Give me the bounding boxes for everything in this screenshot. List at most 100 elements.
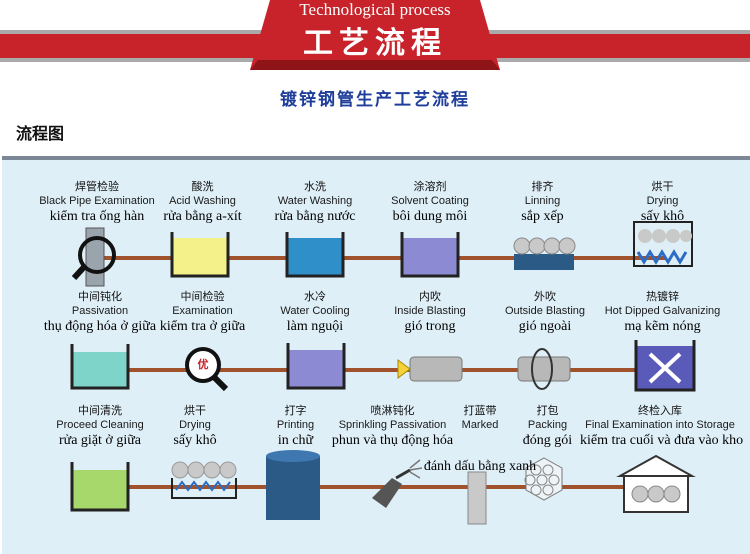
step-final-examination: 终检入库 Final Examination into Storage kiểm… [580,404,744,449]
step-vi: bôi dung môi [392,209,468,224]
step-vi: phun và thụ động hóa [331,433,454,448]
step-en: Acid Washing [169,195,236,207]
diagram-subtitle: 镀锌钢管生产工艺流程 [280,90,470,110]
printing-roller-icon [266,450,320,520]
step-cn: 内吹 [419,290,441,303]
step-vi: rửa bằng a-xít [163,209,242,224]
step-vi: kiểm tra ở giữa [159,319,246,334]
step-en: Marked [461,419,499,431]
step-en: Printing [276,419,315,431]
step-cn: 喷淋钝化 [370,404,415,417]
step-vi: rửa bằng nước [274,209,356,224]
step-en: Black Pipe Examination [39,195,155,207]
marked-pipe-icon [467,471,487,525]
step-acid-washing: 酸洗 Acid Washing rửa bằng a-xít [155,180,250,225]
step-cn: 热镀锌 [646,290,679,303]
step-cn: 烘干 [651,180,674,193]
quality-mark: 优 [197,358,209,371]
cooling-tank-icon [286,343,346,390]
step-en: Sprinkling Passivation [338,419,447,431]
step-en: Examination [172,305,233,317]
step-en: Packing [527,419,568,431]
warehouse-icon [616,454,696,513]
step-vi: kiểm tra cuối và đưa vào kho [580,433,744,448]
drying-oven-icon [633,221,693,267]
acid-tank-icon [170,232,230,278]
water-tank-icon [285,232,345,278]
outside-blast-pipe-icon [517,348,571,390]
step-black-pipe-examination: 焊管检验 Black Pipe Examination kiểm tra ống… [32,180,162,225]
step-en: Solvent Coating [391,195,469,207]
step-en: Final Examination into Storage [585,419,735,431]
step-outside-blasting: 外吹 Outside Blasting gió ngoài [495,290,595,335]
step-vi: rửa giặt ở giữa [58,433,142,448]
step-marked: 打蓝带 Marked [450,404,510,432]
step-cn: 水冷 [304,290,326,303]
step-vi: làm nguội [286,319,344,334]
quality-magnifier-icon [185,347,229,392]
step-vi: kiểm tra ống hàn [49,209,145,224]
step-solvent-coating: 涂溶剂 Solvent Coating bôi dung môi [380,180,480,225]
step-proceed-cleaning: 中间清洗 Proceed Cleaning rửa giặt ở giữa [45,404,155,449]
step-en: Passivation [71,305,129,317]
galvanizing-tank-icon [634,340,696,392]
flow-chart-label: 流程图 [16,124,65,143]
header-banner [0,0,750,70]
step-sprinkling-passivation: 喷淋钝化 Sprinkling Passivation phun và thụ … [325,404,460,449]
banner-title-english: Technological process [299,0,451,19]
step-vi: gió ngoài [518,319,572,334]
step-linning: 排齐 Linning sắp xếp [500,180,585,225]
step-cn: 外吹 [534,290,556,303]
step-cn: 焊管检验 [75,180,119,193]
step-en: Water Cooling [280,305,350,317]
magnifier-pipe-icon [71,227,116,287]
step-marked-vi: đánh dấu bằng xanh [423,459,537,474]
solvent-tank-icon [400,232,460,278]
pipe-rack-icon [513,237,576,270]
step-en: Proceed Cleaning [56,419,144,431]
step-examination: 中间检验 Examination kiểm tra ở giữa [155,290,250,335]
step-en: Inside Blasting [394,305,466,317]
step-cn: 终检入库 [638,404,682,417]
step-cn: 水洗 [304,180,326,193]
step-drying-bottom: 烘干 Drying sấy khô [155,404,235,449]
step-vi: sắp xếp [521,209,564,224]
step-en: Drying [646,195,679,207]
spray-gun-icon [372,459,423,508]
dryer-tray-icon [171,461,237,499]
step-vi: sấy khô [640,209,685,224]
step-cn: 烘干 [184,404,206,417]
step-vi: thụ động hóa ở giữa [43,319,157,334]
step-packing: 打包 Packing đóng gói [510,404,585,449]
step-cn: 打蓝带 [463,404,497,417]
step-inside-blasting: 内吹 Inside Blasting gió trong [380,290,480,335]
step-water-cooling: 水冷 Water Cooling làm nguội [265,290,365,335]
pipe-bundle-icon [524,457,563,501]
step-cn: 涂溶剂 [413,180,447,193]
cleaning-tank-icon [70,462,130,512]
step-hot-dipped-galvanizing: 热镀锌 Hot Dipped Galvanizing mạ kẽm nóng [600,290,725,335]
step-printing: 打字 Printing in chữ [258,404,333,449]
step-passivation: 中间钝化 Passivation thụ động hóa ở giữa [35,290,165,335]
step-cn: 打包 [536,404,559,417]
step-vi: đóng gói [522,433,573,448]
step-en: Water Washing [277,195,353,207]
step-en: Linning [524,195,561,207]
step-vi: sấy khô [173,433,217,448]
step-drying-top: 烘干 Drying sấy khô [620,180,705,225]
step-vi: in chữ [277,433,314,448]
banner-title-chinese: 工艺流程 [303,26,447,61]
step-cn: 排齐 [531,180,554,193]
step-cn: 中间钝化 [78,290,122,303]
step-cn: 中间清洗 [78,404,122,417]
step-cn: 中间检验 [180,290,225,303]
step-en: Drying [179,419,211,431]
step-cn: 酸洗 [191,180,214,193]
step-water-washing: 水洗 Water Washing rửa bằng nước [265,180,365,225]
step-vi: gió trong [404,319,456,334]
step-cn: 打字 [284,404,307,417]
inside-blast-pipe-icon [397,356,463,382]
step-en: Outside Blasting [504,305,586,317]
step-vi: mạ kẽm nóng [624,319,701,334]
